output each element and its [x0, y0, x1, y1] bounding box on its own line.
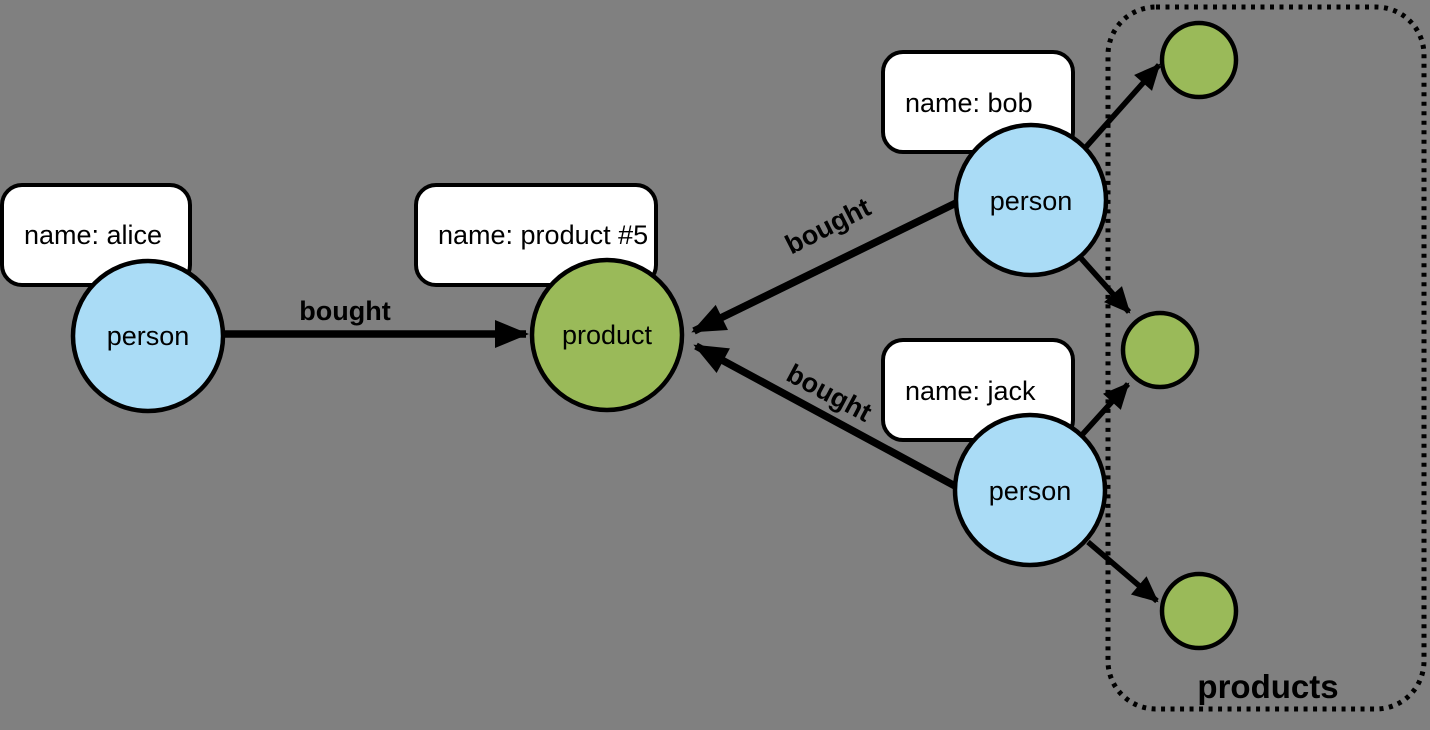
- product-node: [529, 257, 685, 413]
- edges: [224, 63, 1162, 604]
- node-label-product: product: [562, 320, 653, 350]
- node-label-bob: person: [990, 186, 1073, 216]
- property-label-alice: name: alice: [24, 220, 162, 250]
- nodes: [70, 20, 1239, 651]
- product-node-small-top: [1159, 20, 1239, 100]
- product-node-small-middle: [1120, 310, 1200, 390]
- property-label-jack: name: jack: [905, 376, 1036, 406]
- node-label-alice: person: [107, 321, 190, 351]
- node-label-jack: person: [989, 476, 1072, 506]
- edge-label-alice-bought: bought: [299, 296, 390, 326]
- product-node-small-bottom: [1159, 571, 1239, 651]
- person-node-alice: [70, 258, 226, 414]
- property-label-bob: name: bob: [905, 88, 1033, 118]
- property-label-product: name: product #5: [438, 220, 648, 250]
- edge-bob-product-middle: [1076, 254, 1132, 314]
- edge-jack-bought-product: [693, 342, 957, 490]
- products-group: products: [1105, 4, 1427, 712]
- person-node-jack: [952, 412, 1108, 568]
- edge-bob-product-top: [1083, 63, 1162, 149]
- edge-bob-bought-product: [691, 199, 958, 335]
- edge-jack-product-bottom: [1086, 539, 1159, 604]
- products-group-label: products: [1197, 668, 1338, 705]
- products-group-outline: [1105, 4, 1427, 712]
- edge-jack-product-middle: [1078, 382, 1131, 438]
- person-node-bob: [953, 122, 1109, 278]
